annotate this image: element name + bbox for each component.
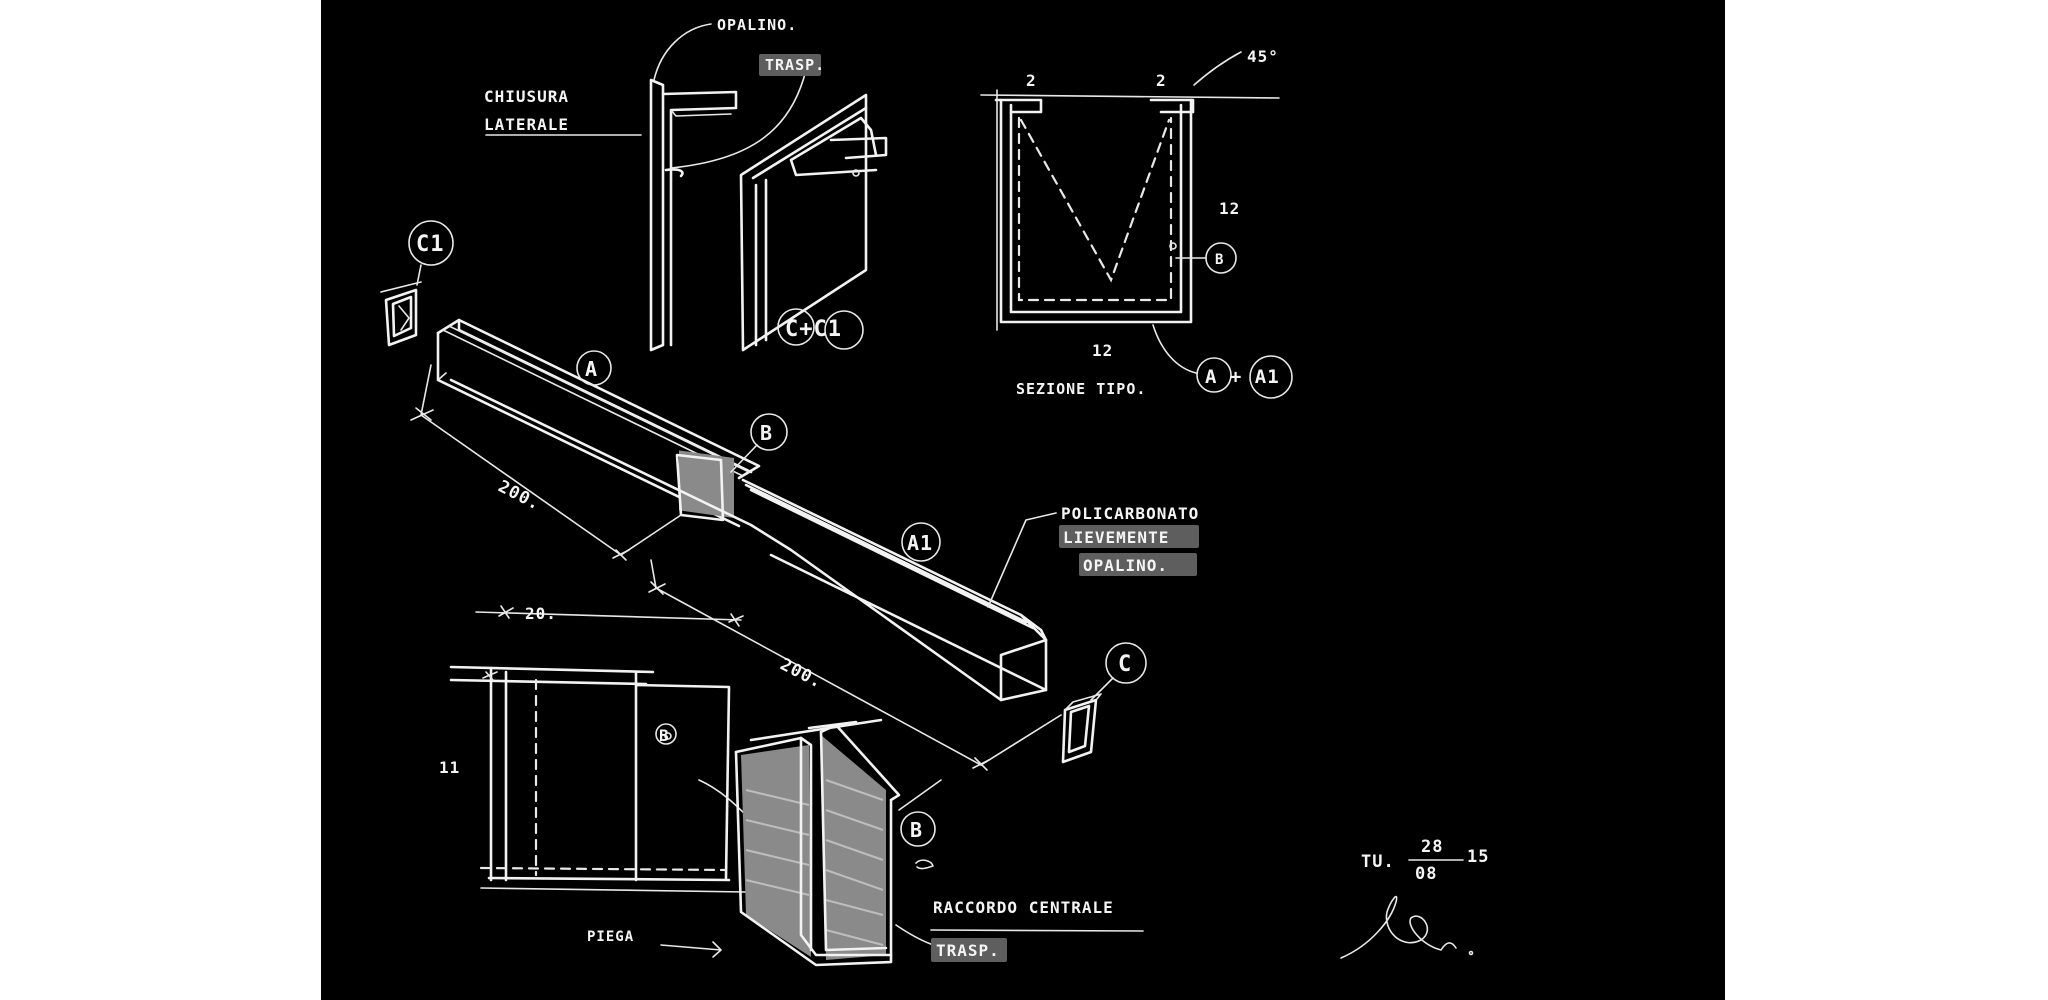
angle-45-label: 45° (1247, 47, 1279, 66)
chiusura-laterale-profile (485, 23, 807, 352)
design-sketch: OPALINO. TRASP. CHIUSURA LATERALE C+C1 (380, 16, 1489, 967)
dim-12-side-label: 12 (1219, 199, 1240, 218)
dim-2-left-label: 2 (1026, 71, 1037, 90)
chiusura-label: CHIUSURA (484, 87, 569, 106)
dim-200-right-label: 200. (777, 655, 826, 693)
piega-label: PIEGA (587, 929, 634, 945)
label-a1: A1 (901, 522, 941, 562)
label-raccordo: RACCORDO CENTRALE TRASP. (930, 898, 1144, 962)
piece-c: C (1061, 642, 1147, 764)
label-c-plus-c1: C+C1 (777, 308, 864, 350)
label-trasp-top: TRASP. (759, 54, 825, 76)
trasp-bottom-label: TRASP. (936, 941, 1000, 960)
b-elevation: 20. 11 B (439, 604, 752, 893)
label-b-mid: B (730, 413, 788, 473)
label-a: A (576, 350, 612, 386)
raccordo-centrale-piece: B (660, 718, 962, 967)
dim-12-bottom-label: 12 (1092, 341, 1113, 360)
b-mid-label: B (760, 421, 773, 445)
date-year: 15 (1467, 847, 1489, 867)
sezione-tipo-label: SEZIONE TIPO. (1016, 380, 1146, 398)
section-b-label: B (1215, 252, 1224, 268)
date-month: 08 (1415, 864, 1437, 884)
piece-c1: C1 (380, 220, 454, 347)
policarbonato-label: POLICARBONATO (1061, 504, 1199, 523)
label-opalino-top: OPALINO. (717, 16, 797, 34)
raccordo-label: RACCORDO CENTRALE (933, 898, 1114, 917)
signature (1340, 895, 1474, 959)
c1-label: C1 (416, 232, 445, 257)
dim-2-right-label: 2 (1156, 71, 1167, 90)
main-beam (436, 318, 1048, 702)
date-prefix: TU. (1361, 852, 1395, 872)
a-label: A (585, 357, 598, 381)
a-plus-a1-label: A + A1 (1205, 366, 1280, 388)
piece-b-label: B (910, 818, 923, 842)
dim-200-left-label: 200. (495, 477, 544, 515)
label-policarbonato: POLICARBONATO LIEVEMENTE OPALINO. (1059, 504, 1199, 576)
date-day: 28 (1421, 837, 1443, 857)
policarbonato-leader (987, 512, 1057, 608)
c-label: C (1118, 652, 1132, 677)
c-plus-c1-label: C+C1 (785, 317, 842, 342)
opalino-long-label: OPALINO. (1083, 556, 1168, 575)
lievemente-label: LIEVEMENTE (1063, 528, 1169, 547)
laterale-label: LATERALE (484, 115, 569, 134)
elevation-b-label: B (659, 726, 670, 745)
trasp-top-label: TRASP. (765, 56, 825, 74)
sezione-tipo-drawing (980, 51, 1293, 399)
end-cap-perspective (739, 93, 888, 352)
a1-label: A1 (907, 531, 933, 555)
black-sketch-sheet: OPALINO. TRASP. CHIUSURA LATERALE C+C1 (321, 0, 1725, 1000)
dim-20-label: 20. (525, 604, 557, 623)
beam-dimensions (410, 364, 1062, 771)
dim-11-label: 11 (439, 758, 460, 777)
opalino-label: OPALINO. (717, 16, 797, 34)
date-stamp: TU. 28 08 15 (1361, 837, 1489, 884)
